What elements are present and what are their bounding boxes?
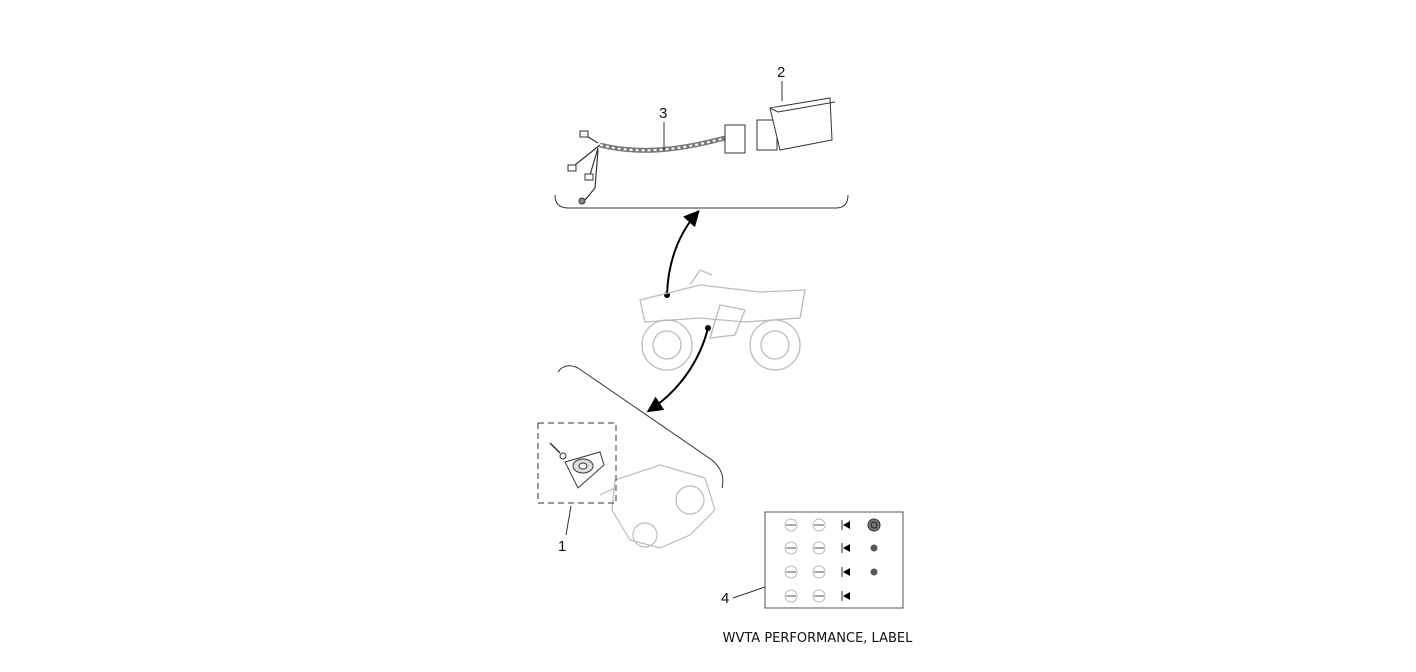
diagram-caption: WVTA PERFORMANCE, LABEL <box>722 631 913 646</box>
lower-group-bracket <box>557 365 724 489</box>
decal-flag-icon <box>843 544 850 552</box>
arrow-to-harness <box>666 210 700 296</box>
leader-4 <box>732 586 766 599</box>
decal-flag-icon <box>843 521 850 529</box>
label-sheet <box>764 511 904 609</box>
callout-2: 2 <box>777 64 785 81</box>
atv-illustration <box>639 269 806 371</box>
callout-1: 1 <box>558 538 566 555</box>
arrow-to-throttle <box>646 327 709 413</box>
detail-box <box>537 422 617 504</box>
wiring-harness <box>567 124 746 205</box>
decal-dot-icon <box>870 568 878 576</box>
leader-1 <box>565 505 572 536</box>
decal-dot-icon <box>870 544 878 552</box>
decal-large-dot-icon <box>867 518 881 532</box>
decal-flag-icon <box>843 592 850 600</box>
callout-3: 3 <box>659 105 667 122</box>
module <box>756 97 836 151</box>
upper-group-bracket <box>554 194 849 209</box>
sensor-plate <box>549 442 605 489</box>
callout-4: 4 <box>721 590 729 607</box>
decal-flag-icon <box>843 568 850 576</box>
throttle-body <box>599 464 716 549</box>
